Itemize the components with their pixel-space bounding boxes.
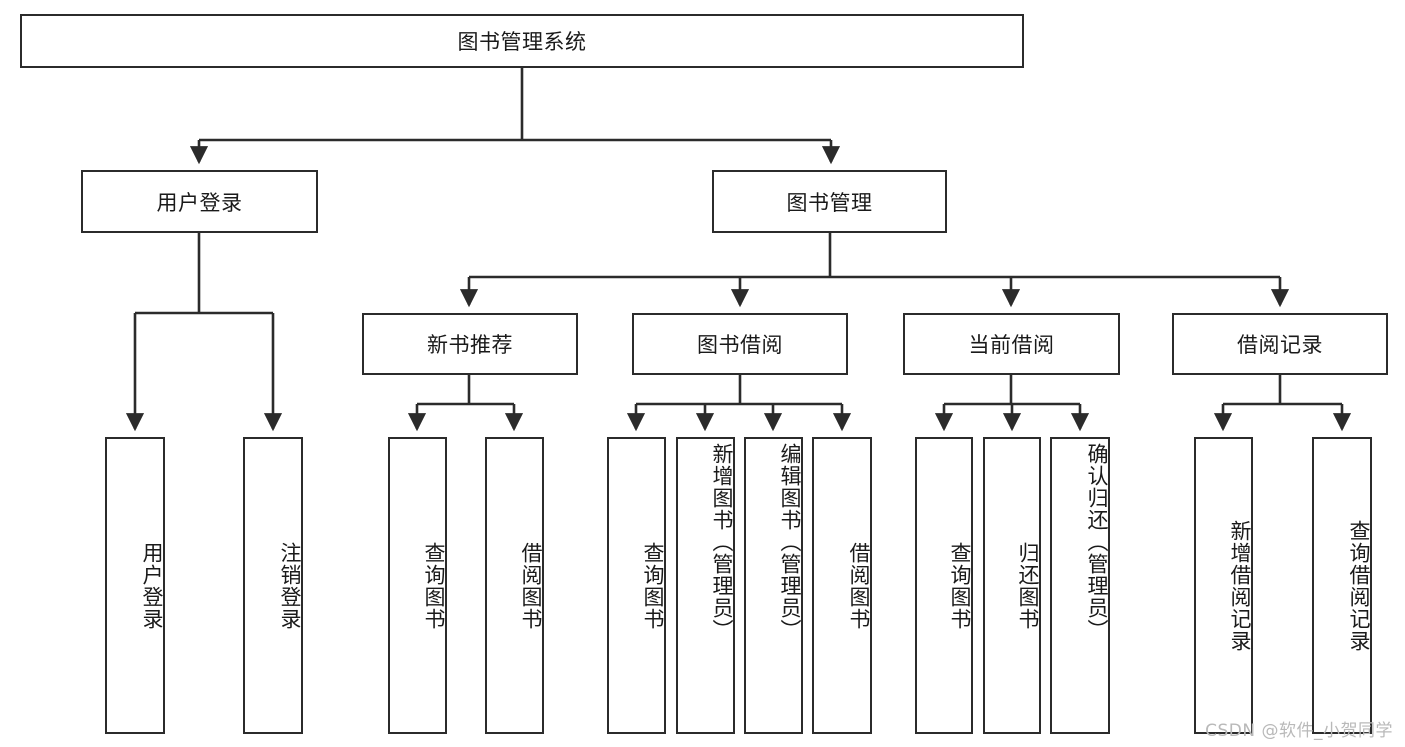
- node-current-borrow[interactable]: 当前借阅: [903, 313, 1120, 375]
- leaf-add-record-label: 新增借阅记录: [1228, 519, 1252, 652]
- node-user-login-label: 用户登录: [156, 190, 243, 215]
- leaf-borrow-book[interactable]: 借阅图书: [812, 437, 872, 734]
- leaf-borrow-book-rec-label: 借阅图书: [519, 541, 543, 630]
- leaf-query-book-rec-label: 查询图书: [422, 541, 446, 630]
- leaf-add-book[interactable]: 新增图书（管理员）: [676, 437, 735, 734]
- leaf-query-book-cur[interactable]: 查询图书: [915, 437, 973, 734]
- leaf-query-book-borrow[interactable]: 查询图书: [607, 437, 666, 734]
- leaf-query-book-borrow-label: 查询图书: [641, 541, 665, 630]
- leaf-query-book-cur-label: 查询图书: [948, 541, 972, 630]
- leaf-query-record[interactable]: 查询借阅记录: [1312, 437, 1372, 734]
- leaf-logout[interactable]: 注销登录: [243, 437, 303, 734]
- node-book-borrow-label: 图书借阅: [697, 333, 783, 357]
- node-new-book-recommend[interactable]: 新书推荐: [362, 313, 578, 375]
- leaf-user-login[interactable]: 用户登录: [105, 437, 165, 734]
- node-current-borrow-label: 当前借阅: [968, 333, 1055, 357]
- leaf-borrow-book-label: 借阅图书: [847, 541, 871, 630]
- leaf-logout-label: 注销登录: [278, 541, 302, 630]
- node-book-manage-label: 图书管理: [786, 190, 873, 215]
- leaf-query-record-label: 查询借阅记录: [1347, 519, 1371, 652]
- leaf-borrow-book-rec[interactable]: 借阅图书: [485, 437, 544, 734]
- leaf-return-book[interactable]: 归还图书: [983, 437, 1041, 734]
- node-user-login[interactable]: 用户登录: [81, 170, 318, 233]
- node-borrow-record[interactable]: 借阅记录: [1172, 313, 1388, 375]
- leaf-add-record[interactable]: 新增借阅记录: [1194, 437, 1253, 734]
- leaf-confirm-return[interactable]: 确认归还（管理员）: [1050, 437, 1110, 734]
- node-root[interactable]: 图书管理系统: [20, 14, 1024, 68]
- leaf-return-book-label: 归还图书: [1016, 541, 1040, 630]
- node-book-manage[interactable]: 图书管理: [712, 170, 947, 233]
- leaf-query-book-rec[interactable]: 查询图书: [388, 437, 447, 734]
- leaf-confirm-return-label: 确认归还（管理员）: [1085, 443, 1109, 641]
- leaf-add-book-label: 新增图书（管理员）: [710, 443, 734, 641]
- node-new-book-recommend-label: 新书推荐: [427, 333, 513, 357]
- leaf-edit-book[interactable]: 编辑图书（管理员）: [744, 437, 803, 734]
- leaf-user-login-label: 用户登录: [140, 541, 164, 630]
- node-borrow-record-label: 借阅记录: [1237, 333, 1323, 357]
- node-root-label: 图书管理系统: [457, 30, 587, 54]
- node-book-borrow[interactable]: 图书借阅: [632, 313, 848, 375]
- leaf-edit-book-label: 编辑图书（管理员）: [778, 443, 802, 641]
